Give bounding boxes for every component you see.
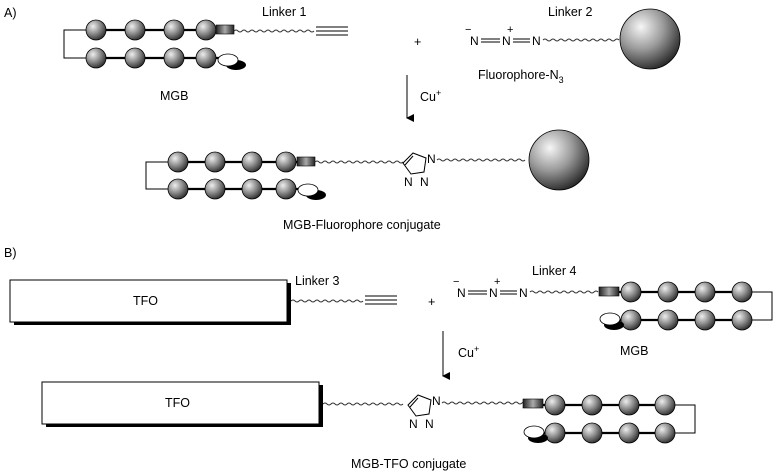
- linker1-chain: [233, 29, 315, 33]
- mgb-tail-icon: [599, 312, 621, 326]
- linker2-chain: [542, 38, 620, 42]
- azide-group-a: − N + N N: [465, 24, 541, 48]
- bead-icon: [167, 151, 189, 173]
- alkyne-icon: [365, 295, 397, 305]
- linker1-chain-product: [314, 160, 404, 164]
- bead-icon: [620, 309, 642, 331]
- bead-icon: [657, 309, 679, 331]
- bead-icon: [654, 422, 676, 444]
- linker-connector-icon: [215, 24, 235, 35]
- bead-icon: [195, 19, 217, 41]
- linker-connector-icon: [296, 156, 316, 167]
- n-atom: N: [502, 34, 511, 48]
- tfo-label: TFO: [133, 294, 158, 308]
- panel-b: B) TFO Linker 3 + − N + N N Linker 4: [4, 246, 773, 471]
- bead-icon: [544, 422, 566, 444]
- panel-a: A) Linker 1 MGB + −: [4, 5, 681, 232]
- linker4-chain-product: [441, 401, 527, 405]
- linker3-chain: [290, 299, 364, 303]
- bead-icon: [618, 422, 640, 444]
- azide-group-b: − N + N N: [453, 276, 528, 300]
- bead-icon: [163, 19, 185, 41]
- catalyst-label-b: Cu+: [458, 344, 479, 360]
- panel-a-label: A): [4, 6, 17, 20]
- bead-icon: [618, 394, 640, 416]
- tfo-label-product: TFO: [165, 396, 190, 410]
- linker-connector-icon: [598, 286, 620, 297]
- mgb-tail-icon: [523, 425, 545, 439]
- linker3-label: Linker 3: [295, 274, 340, 288]
- linker2-label: Linker 2: [548, 5, 593, 19]
- tfo-box: [9, 279, 288, 323]
- bead-icon: [731, 309, 753, 331]
- mgb-label-b: MGB: [620, 344, 648, 358]
- fluorophore-sphere-icon: [619, 8, 681, 70]
- fluorophore-azide-label: Fluorophore-N3: [478, 68, 564, 85]
- svg-text:N: N: [427, 152, 436, 166]
- bead-icon: [195, 47, 217, 69]
- product-label-a: MGB-Fluorophore conjugate: [283, 218, 441, 232]
- svg-text:N: N: [457, 286, 466, 300]
- linker3-chain-product: [322, 402, 404, 406]
- plus-sign-b: +: [428, 295, 435, 309]
- n-atom: N: [532, 34, 541, 48]
- bead-icon: [124, 19, 146, 41]
- mgb-tail-icon: [297, 183, 319, 197]
- bead-icon: [124, 47, 146, 69]
- bead-icon: [654, 394, 676, 416]
- svg-text:N: N: [432, 394, 441, 408]
- triazole-icon: N N N: [407, 394, 441, 431]
- mgb-molecule-a: [63, 19, 246, 70]
- bead-icon: [204, 178, 226, 200]
- svg-text:+: +: [494, 276, 500, 288]
- bead-icon: [85, 47, 107, 69]
- svg-text:N: N: [420, 175, 429, 189]
- linker4-chain: [529, 290, 599, 294]
- catalyst-label-a: Cu+: [420, 88, 441, 104]
- bead-icon: [85, 19, 107, 41]
- plus-charge: +: [507, 24, 513, 36]
- linker2-chain-product: [436, 158, 526, 162]
- bead-icon: [581, 394, 603, 416]
- svg-text:N: N: [489, 286, 498, 300]
- alkyne-icon: [316, 26, 348, 36]
- panel-b-label: B): [4, 246, 17, 260]
- bead-icon: [163, 47, 185, 69]
- bead-icon: [581, 422, 603, 444]
- linker4-label: Linker 4: [532, 264, 577, 278]
- mgb-tail-icon: [217, 53, 239, 67]
- svg-text:−: −: [453, 276, 459, 288]
- bead-icon: [167, 178, 189, 200]
- mgb-molecule-product-a: [145, 151, 326, 200]
- svg-text:N: N: [425, 417, 434, 431]
- mgb-molecule-b: [598, 281, 773, 331]
- plus-sign-a: +: [414, 35, 421, 49]
- mgb-label-a: MGB: [160, 89, 188, 103]
- n-atom: N: [470, 34, 479, 48]
- bead-icon: [657, 281, 679, 303]
- linker1-label: Linker 1: [262, 5, 307, 19]
- triazole-icon: N N N: [402, 152, 436, 189]
- product-label-b: MGB-TFO conjugate: [351, 457, 466, 471]
- fluorophore-sphere-icon: [528, 129, 590, 191]
- tfo-box-product: [41, 381, 320, 425]
- svg-text:N: N: [409, 417, 418, 431]
- bead-icon: [544, 394, 566, 416]
- bead-icon: [275, 178, 297, 200]
- svg-text:N: N: [404, 175, 413, 189]
- linker-connector-icon: [522, 398, 544, 409]
- bead-icon: [241, 151, 263, 173]
- bead-icon: [241, 178, 263, 200]
- bead-icon: [694, 309, 716, 331]
- minus-charge: −: [465, 24, 471, 36]
- bead-icon: [275, 151, 297, 173]
- bead-icon: [620, 281, 642, 303]
- mgb-hairpin-loop: [63, 29, 96, 59]
- bead-icon: [694, 281, 716, 303]
- mgb-molecule-product-b: [522, 394, 696, 444]
- bead-icon: [204, 151, 226, 173]
- bead-icon: [731, 281, 753, 303]
- svg-text:N: N: [519, 286, 528, 300]
